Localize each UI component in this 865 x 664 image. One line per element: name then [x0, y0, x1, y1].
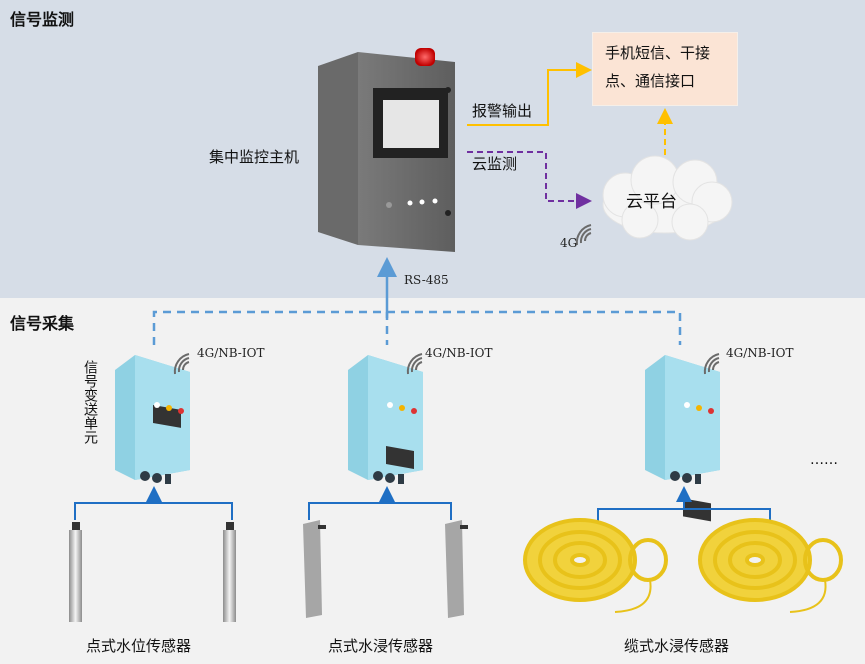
alarm-output-arrow [467, 62, 592, 126]
alarm-lamp-icon [415, 48, 435, 66]
wireless-signal-icon [406, 353, 423, 375]
wireless-label: 4G/NB-IOT [425, 346, 493, 360]
wireless-label: 4G/NB-IOT [197, 346, 265, 360]
signal-transmitter-icon [115, 353, 190, 484]
output-box-line2: 点、通信接口 [605, 72, 696, 90]
sensor-label-water-level: 点式水位传感器 [86, 637, 192, 655]
sensor-label-cable-immersion: 缆式水浸传感器 [624, 637, 730, 655]
wireless-label: 4G/NB-IOT [726, 346, 794, 360]
cable-immersion-sensor-icon [523, 518, 668, 613]
wireless-signal-icon [173, 353, 190, 375]
more-ellipsis: …… [810, 452, 838, 468]
transmitter-label: 信号变送单元 [82, 360, 98, 444]
rs485-bus-line [152, 310, 682, 345]
wireless-signal-icon [703, 353, 720, 375]
cloud-4g-label: 4G [560, 236, 578, 250]
cable-immersion-sensor-icon [698, 518, 843, 613]
signal-transmitter-icon [645, 353, 720, 522]
water-level-sensor-icon [69, 522, 82, 622]
sensor-connectors [74, 486, 771, 525]
cloud-monitor-arrow [467, 151, 592, 209]
cloud-icon [602, 155, 733, 241]
sensor-label-point-immersion: 点式水浸传感器 [328, 637, 434, 655]
water-level-sensor-icon [223, 522, 236, 622]
section-title-collection: 信号采集 [10, 314, 75, 333]
output-box-line1: 手机短信、干接 [605, 44, 711, 62]
host-cabinet-icon [318, 48, 455, 252]
cloud-platform-label: 云平台 [626, 192, 677, 212]
cloud-4g-signal-icon [575, 224, 592, 246]
section-title-monitoring: 信号监测 [10, 10, 75, 29]
water-immersion-sensor-icon [445, 520, 468, 618]
rs485-label: RS-485 [404, 273, 449, 287]
water-immersion-sensor-icon [303, 520, 326, 618]
signal-transmitter-icon [348, 353, 423, 484]
alarm-output-box: 手机短信、干接 点、通信接口 [592, 32, 738, 106]
alarm-output-label: 报警输出 [472, 102, 533, 120]
host-label: 集中监控主机 [209, 148, 300, 166]
cloud-monitor-label: 云监测 [472, 155, 518, 173]
